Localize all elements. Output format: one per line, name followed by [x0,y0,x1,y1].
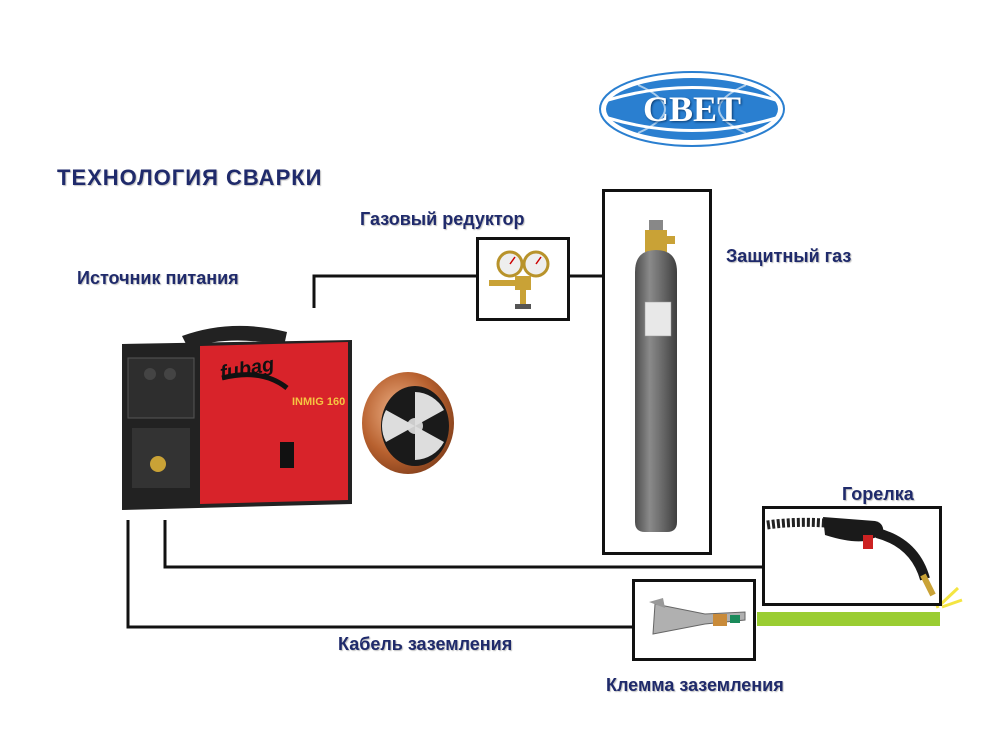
logo-text: СВЕТ [642,89,742,129]
wire-spool-icon [362,372,454,474]
shielding-gas-label: Защитный газ [726,246,852,266]
gas-cylinder-icon [635,220,677,532]
torch-label: Горелка [842,484,914,504]
ground-clamp-frame [632,579,756,661]
gas-hose-line [312,274,478,308]
wire-spool [360,370,456,476]
gas-cylinder-frame [602,189,712,555]
ground-cable-line [126,520,632,629]
gas-regulator-label: Газовый редуктор [360,209,525,229]
torch-frame [762,506,942,606]
gas-regulator-icon [489,250,550,309]
torch-cable-line [163,520,764,569]
power-source-label: Источник питания [77,268,239,288]
page-title: ТЕХНОЛОГИЯ СВАРКИ [57,165,323,190]
ground-clamp-icon [649,598,746,635]
ground-clamp-label: Клемма заземления [606,675,784,695]
ground-cable-label: Кабель заземления [338,634,513,654]
machine-model: INMIG 160 [292,396,346,408]
welding-machine: fubag INMIG 160 [112,318,358,528]
torch-icon [766,517,936,597]
logo: СВЕТ [598,70,786,148]
gas-regulator-frame [476,237,570,321]
workpiece [757,612,940,626]
